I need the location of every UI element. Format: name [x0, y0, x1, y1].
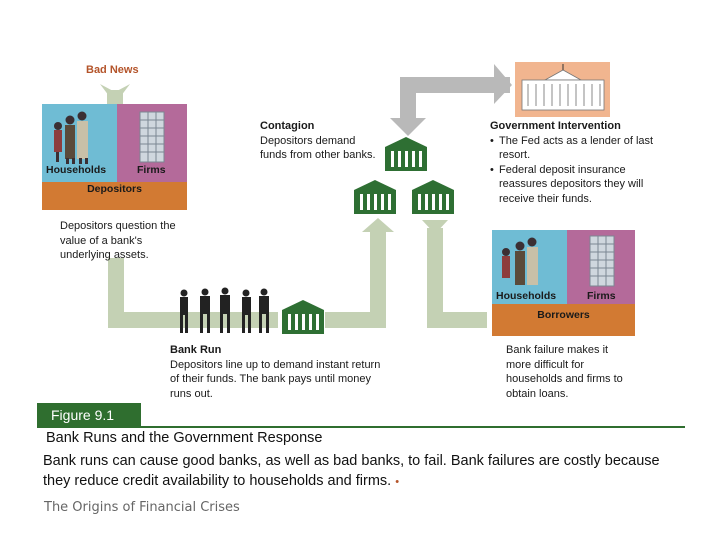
contagion-title: Contagion	[260, 120, 315, 132]
people-icon	[180, 287, 269, 333]
caption-rule	[140, 426, 685, 428]
bank-run-text: Depositors line up to demand instant ret…	[170, 358, 381, 400]
borrowers-firms-label: Firms	[587, 290, 616, 302]
contagion-text: Depositors demand funds from other banks…	[260, 134, 376, 162]
figure-body: Bank runs can cause good banks, as well …	[43, 451, 683, 492]
bad-news-label: Bad News	[86, 64, 139, 76]
borrowers-bar: Borrowers	[492, 304, 635, 336]
figure-number: Figure 9.1	[51, 407, 115, 423]
government-bullet-1: The Fed acts as a lender of last resort.	[490, 134, 660, 163]
figure-number-tab	[37, 403, 141, 428]
government-block: Government Intervention The Fed acts as …	[490, 119, 660, 206]
depositors-bar: Depositors	[42, 182, 187, 210]
bank-run-diagram	[42, 62, 635, 336]
bank-run-title: Bank Run	[170, 344, 222, 356]
arrow-depositors-to-bank-run	[108, 258, 278, 328]
depositors-firms-label: Firms	[137, 164, 166, 176]
arrow-government-to-banks	[390, 64, 512, 136]
government-building-icon	[515, 62, 610, 117]
figure-title: Bank Runs and the Government Response	[46, 430, 323, 446]
bank-run-block: Bank Run Depositors line up to demand in…	[170, 343, 385, 401]
arrow-contagion-to-borrowers	[422, 220, 487, 328]
borrowers-households-label: Households	[496, 290, 557, 302]
government-title: Government Intervention	[490, 120, 621, 132]
contagion-block: Contagion Depositors demand funds from o…	[260, 119, 380, 163]
arrow-bank-run-to-contagion	[325, 218, 394, 328]
bad-news-arrow	[100, 84, 130, 104]
bank-icon	[354, 180, 396, 214]
government-bullet-2: Federal deposit insurance reassures depo…	[490, 163, 660, 207]
borrowers-caption: Bank failure makes it more difficult for…	[506, 344, 623, 400]
depositors-caption: Depositors question the value of a bank'…	[60, 220, 176, 261]
slide-footer: The Origins of Financial Crises	[44, 500, 240, 515]
bank-icon	[412, 180, 454, 214]
figure-body-bullet: •	[395, 476, 400, 488]
bank-icon	[282, 300, 324, 334]
depositors-households-label: Households	[46, 164, 107, 176]
bank-icon	[385, 137, 427, 171]
figure-body-text: Bank runs can cause good banks, as well …	[43, 453, 660, 489]
